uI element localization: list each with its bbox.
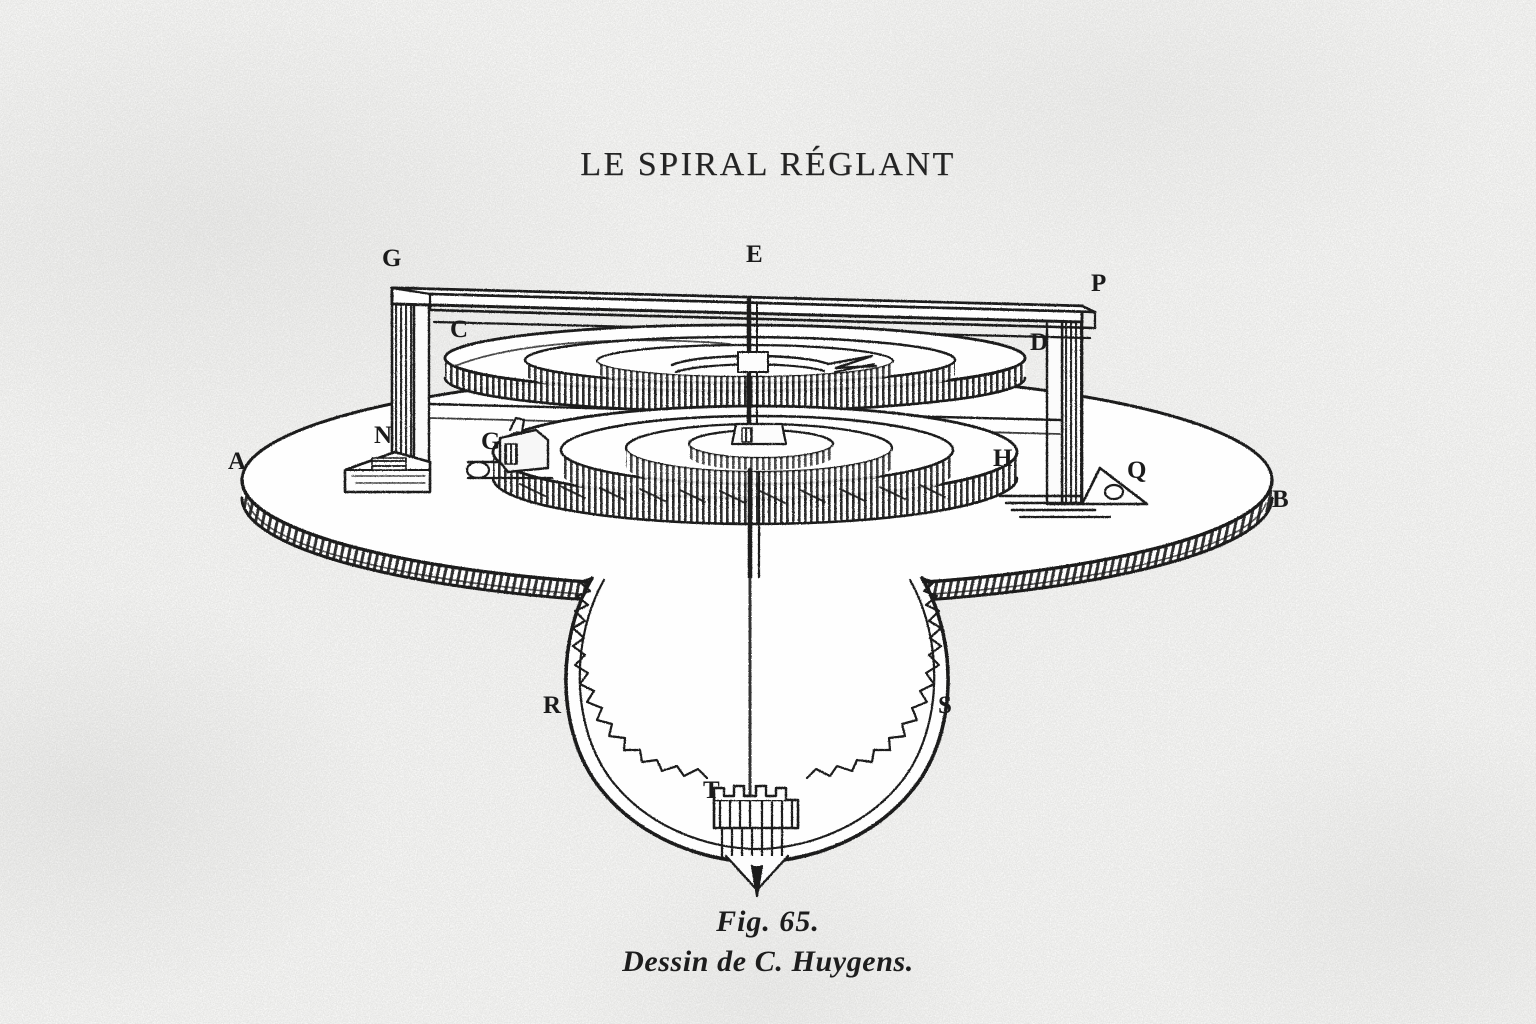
- page-title: LE SPIRAL RÉGLANT: [580, 146, 956, 183]
- figure-caption: Fig. 65. Dessin de C. Huygens.: [0, 905, 1536, 979]
- figure-number: Fig. 65.: [716, 905, 820, 938]
- figure-credit: Dessin de C. Huygens.: [622, 945, 914, 978]
